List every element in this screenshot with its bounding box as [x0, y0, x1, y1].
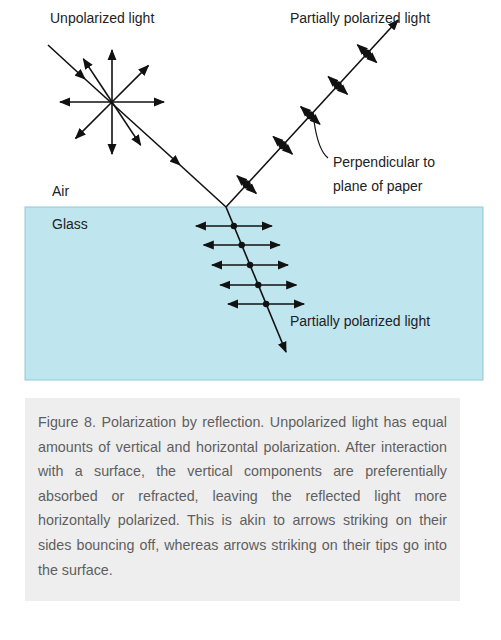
polarization-arrow	[237, 176, 256, 194]
perpendicular-dot	[242, 180, 250, 188]
polarization-arrow	[273, 136, 292, 154]
refracted-ray	[226, 207, 286, 352]
polarization-arrow	[328, 77, 347, 95]
polarization-arrow	[112, 101, 164, 103]
perpendicular-dot	[334, 81, 342, 89]
incident-ray	[180, 165, 226, 207]
ray-label: Partially polarized light	[290, 9, 430, 27]
perpendicular-dot	[306, 111, 314, 119]
ray-label: Partially polarized light	[290, 312, 430, 330]
polarization-arrow	[301, 107, 320, 125]
material-label: Glass	[52, 215, 88, 233]
perpendicular-dot	[255, 282, 261, 288]
caption-box: Figure 8. Polarization by reflection. Un…	[25, 398, 460, 601]
perpendicular-dot	[239, 242, 245, 248]
incident-ray	[85, 79, 180, 165]
figure-caption: Figure 8. Polarization by reflection. Un…	[25, 398, 460, 582]
polarization-arrow	[357, 45, 376, 63]
polarization-arrow	[83, 59, 112, 102]
polarization-arrow	[60, 101, 112, 103]
polarization-arrow	[112, 102, 141, 145]
polarization-arrow	[76, 102, 112, 138]
ray-label: Unpolarized light	[50, 9, 154, 27]
glass-region	[25, 207, 483, 380]
callout-label: Perpendicular to plane of paper	[333, 150, 468, 198]
polarization-arrow	[112, 66, 148, 102]
perpendicular-dot	[279, 141, 287, 149]
glass-band: GlassPartially polarized light	[25, 207, 483, 380]
perpendicular-dot	[247, 262, 253, 268]
polarization-arrow	[111, 50, 113, 102]
leader-line	[314, 121, 328, 158]
material-label: Air	[52, 182, 69, 200]
perpendicular-dot	[363, 49, 371, 57]
polarization-arrow	[111, 102, 113, 154]
perpendicular-dot	[263, 301, 269, 307]
incident-ray	[48, 45, 85, 79]
perpendicular-dot	[231, 223, 237, 229]
